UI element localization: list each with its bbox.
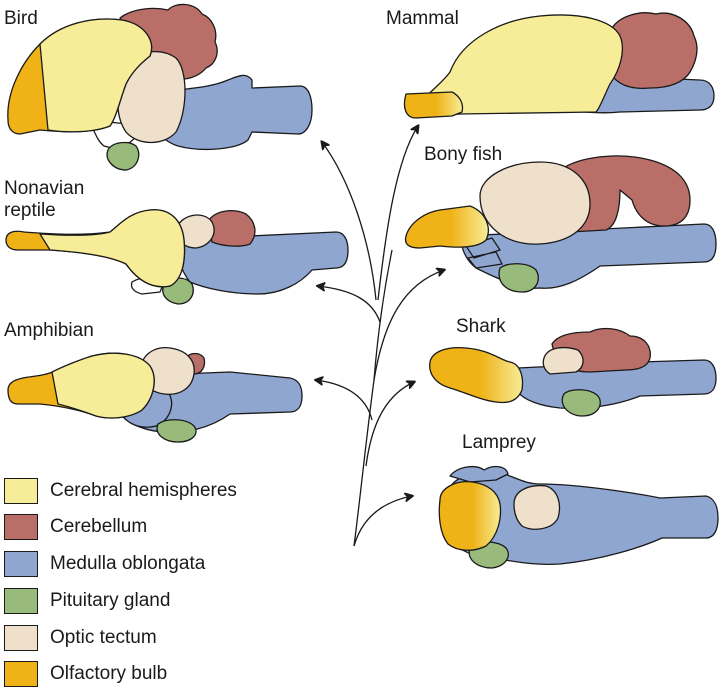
legend-label: Olfactory bulb <box>50 663 168 684</box>
legend-swatch <box>4 661 38 687</box>
legend-label: Cerebral hemispheres <box>50 480 237 501</box>
reptile-cerebellum <box>207 210 256 247</box>
bird-brain <box>7 3 313 171</box>
legend-swatch <box>4 551 38 577</box>
shark-pituitary <box>561 389 601 417</box>
branch-lamprey <box>353 496 412 547</box>
shark-optic <box>542 346 584 375</box>
legend-item-cerebral: Cerebral hemispheres <box>4 478 304 508</box>
label-lamprey: Lamprey <box>462 432 536 453</box>
amphibian-brain <box>7 347 303 443</box>
label-nonavian-reptile: Nonavian reptile <box>4 178 85 221</box>
branch-mammal <box>377 126 418 301</box>
bonyfish-optic <box>479 161 591 245</box>
lamprey-optic <box>513 484 561 530</box>
legend-item-pituitary: Pituitary gland <box>4 588 304 618</box>
mammal-olfactory <box>403 91 464 119</box>
branch-shark <box>365 382 414 467</box>
reptile-cerebral-fill <box>39 209 186 288</box>
branch-amphibian <box>316 380 373 421</box>
bonyfish-cerebral <box>404 205 489 249</box>
reptile-brain <box>5 209 349 305</box>
legend-item-optic: Optic tectum <box>4 625 304 655</box>
mammal-cerebral <box>419 14 624 116</box>
bird-pituitary <box>106 141 140 171</box>
legend-swatch <box>4 588 38 614</box>
branch-bonyfish <box>373 270 444 381</box>
legend-label: Cerebellum <box>50 516 148 537</box>
legend-swatch <box>4 478 38 504</box>
branch-bird <box>322 142 377 301</box>
bird-medulla <box>149 74 313 150</box>
branch-trunk <box>353 249 393 547</box>
mammal-brain <box>403 12 715 119</box>
lamprey-brain <box>438 465 719 569</box>
bird-optic <box>117 51 186 144</box>
shark-cerebral <box>429 346 524 404</box>
bird-cerebellum <box>119 3 218 80</box>
legend-item-olfactory: Olfactory bulb <box>4 661 304 691</box>
legend-item-medulla: Medulla oblongata <box>4 551 304 581</box>
legend-swatch <box>4 514 38 540</box>
bird-cerebral-fill <box>39 18 153 133</box>
legend-item-cerebellum: Cerebellum <box>4 514 304 544</box>
lamprey-cerebral <box>438 481 502 551</box>
bonyfish-pituitary <box>498 263 539 293</box>
lamprey-top-lobe <box>449 465 509 483</box>
evolution-tree <box>316 126 444 547</box>
label-bony-fish: Bony fish <box>424 144 503 165</box>
label-amphibian: Amphibian <box>4 320 94 341</box>
legend-swatch <box>4 625 38 651</box>
amphibian-cerebral-fill <box>51 352 155 419</box>
amphibian-pituitary <box>156 419 197 443</box>
shark-brain <box>429 327 717 417</box>
legend-label: Medulla oblongata <box>50 553 206 574</box>
branch-reptile <box>318 286 381 323</box>
bony-fish-brain <box>404 155 717 293</box>
legend-label: Optic tectum <box>50 627 157 648</box>
lamprey-medulla <box>445 471 719 566</box>
label-mammal: Mammal <box>386 8 459 29</box>
label-shark: Shark <box>456 316 506 337</box>
legend-label: Pituitary gland <box>50 590 171 611</box>
label-bird: Bird <box>4 8 38 29</box>
